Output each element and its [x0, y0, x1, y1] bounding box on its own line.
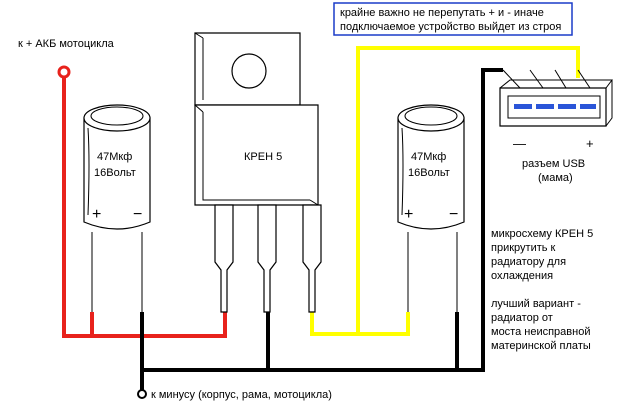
usb-label-2: (мама)	[538, 172, 573, 184]
ground-label: к минусу (корпус, рама, мотоцикла)	[151, 389, 332, 401]
warning-note-line-2: подключаемое устройство выйдет из строя	[340, 21, 561, 33]
ground-terminal	[137, 389, 147, 399]
capacitor-left: 47Мкф 16Вольт + −	[83, 104, 151, 312]
best-option-note-line: моста неисправной	[491, 326, 590, 338]
ground-wire	[140, 68, 503, 392]
usb-label-1: разъем USB	[522, 158, 585, 170]
best-option-note-line: материнской платы	[491, 340, 591, 352]
battery-terminal	[57, 65, 71, 79]
voltage-regulator: КРЕН 5	[194, 32, 322, 313]
capacitor-right-label-1: 47Мкф	[411, 151, 446, 163]
radiator-note-line: охлаждения	[491, 270, 553, 282]
mounting-hole	[231, 53, 267, 89]
capacitor-left-label-2: 16Вольт	[94, 167, 136, 179]
radiator-note: микросхему КРЕН 5 прикрутить к радиатору…	[491, 228, 593, 282]
capacitor-right: 47Мкф 16Вольт + −	[397, 104, 465, 312]
usb-connector: — + разъем USB (мама)	[499, 69, 613, 184]
regulator-pin-output	[302, 204, 322, 313]
usb-plus-label: +	[586, 136, 594, 151]
radiator-note-line: микросхему КРЕН 5	[491, 228, 593, 240]
best-option-note-line: лучший вариант -	[491, 298, 581, 310]
best-option-note-line: радиатор от	[491, 312, 553, 324]
battery-label: к + АКБ мотоцикла	[18, 38, 115, 50]
regulator-pin-ground	[257, 204, 277, 313]
capacitor-left-label-1: 47Мкф	[97, 151, 132, 163]
capacitor-right-plus: +	[404, 206, 413, 223]
positive-wire	[62, 78, 227, 338]
output-wire	[310, 46, 580, 336]
capacitor-right-label-2: 16Вольт	[408, 167, 450, 179]
radiator-note-line: радиатору для	[491, 256, 566, 268]
usb-pins	[514, 104, 596, 109]
regulator-pin-input	[214, 204, 234, 313]
radiator-note-line: прикрутить к	[491, 242, 556, 254]
capacitor-left-minus: −	[133, 206, 142, 223]
capacitor-left-plus: +	[92, 206, 101, 223]
warning-note: крайне важно не перепутать + и - иначе п…	[333, 2, 573, 36]
warning-note-line-1: крайне важно не перепутать + и - иначе	[340, 7, 544, 19]
capacitor-right-minus: −	[449, 206, 458, 223]
regulator-label: КРЕН 5	[244, 151, 282, 163]
best-option-note: лучший вариант - радиатор от моста неисп…	[491, 298, 591, 352]
usb-minus-label: —	[513, 136, 526, 151]
